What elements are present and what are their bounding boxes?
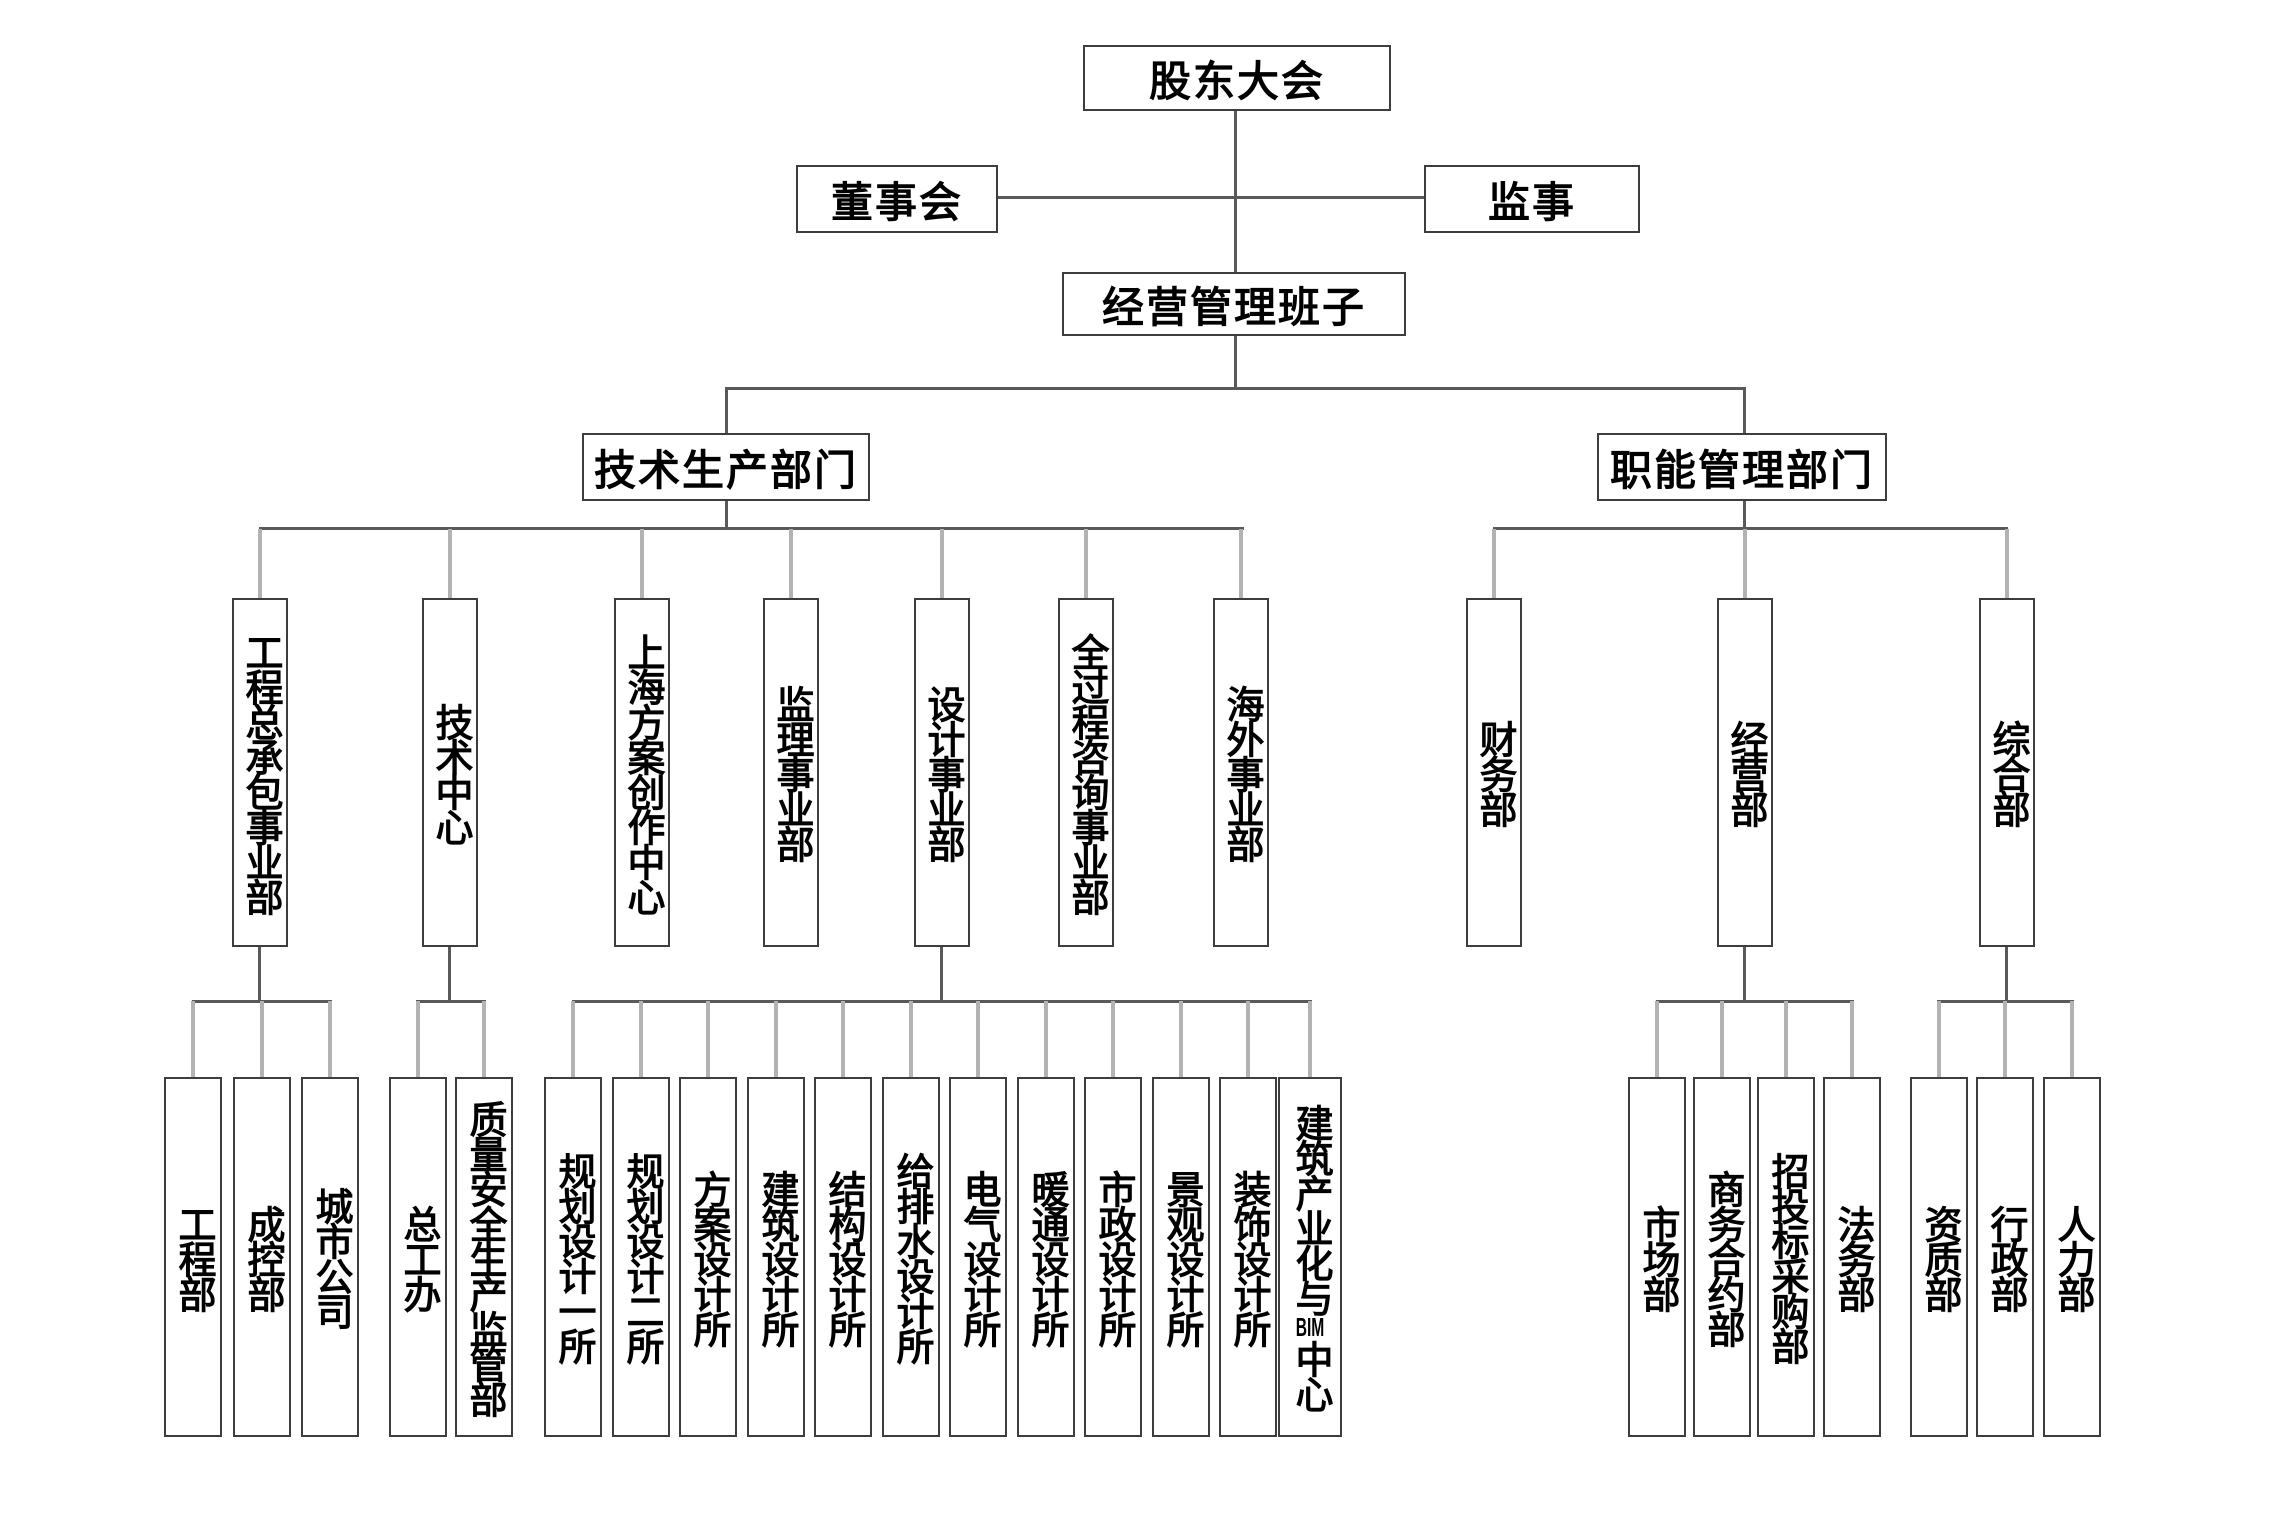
connector-line bbox=[2005, 529, 2009, 598]
org-node-functional-mgmt: 职能管理部门 bbox=[1597, 433, 1887, 501]
connector-line bbox=[1492, 529, 1496, 598]
connector-line bbox=[1743, 387, 1746, 433]
connector-line bbox=[1784, 1001, 1788, 1077]
org-node-municipal-design: 市政设计所 bbox=[1084, 1077, 1142, 1437]
connector-line bbox=[940, 529, 944, 598]
org-node-supervision-division: 监理事业部 bbox=[763, 598, 819, 947]
org-node-operations-dept: 经营部 bbox=[1717, 598, 1773, 947]
connector-line bbox=[789, 529, 793, 598]
connector-line bbox=[774, 1001, 778, 1077]
connector-line bbox=[328, 1001, 332, 1077]
org-node-whole-process-consulting: 全过程咨询事业部 bbox=[1058, 598, 1114, 947]
connector-line bbox=[639, 1001, 643, 1077]
connector-line bbox=[258, 529, 262, 598]
connector-line bbox=[1239, 529, 1243, 598]
connector-line bbox=[571, 1001, 575, 1077]
connector-line bbox=[640, 529, 644, 598]
combined-latin-run: BIM bbox=[1295, 1314, 1325, 1340]
connector-line bbox=[1246, 1001, 1250, 1077]
org-node-structure-design: 结构设计所 bbox=[814, 1077, 872, 1437]
org-node-management-team: 经营管理班子 bbox=[1062, 272, 1406, 336]
org-node-shareholders: 股东大会 bbox=[1083, 45, 1391, 111]
org-node-planning-design-2: 规划设计二所 bbox=[612, 1077, 670, 1437]
org-node-supervisors: 监事 bbox=[1424, 165, 1640, 233]
connector-line bbox=[998, 196, 1424, 199]
connector-line bbox=[191, 1001, 195, 1077]
connector-line bbox=[940, 947, 943, 1002]
connector-line bbox=[1655, 1001, 1659, 1077]
connector-line bbox=[1743, 500, 1746, 529]
org-node-decoration-design: 装饰设计所 bbox=[1219, 1077, 1277, 1437]
org-node-chief-engineer-office: 总工办 bbox=[389, 1077, 447, 1437]
org-node-general-dept: 综合部 bbox=[1979, 598, 2035, 947]
org-node-shanghai-creation-center: 上海方案创作中心 bbox=[614, 598, 670, 947]
connector-line bbox=[260, 1001, 264, 1077]
org-node-design-division: 设计事业部 bbox=[914, 598, 970, 947]
connector-line bbox=[2070, 1001, 2074, 1077]
connector-line bbox=[1179, 1001, 1183, 1077]
connector-line bbox=[482, 1001, 486, 1077]
org-node-commercial-contract-dept: 商务合约部 bbox=[1693, 1077, 1751, 1437]
org-node-legal-dept: 法务部 bbox=[1823, 1077, 1881, 1437]
connector-line bbox=[1850, 1001, 1854, 1077]
connector-line bbox=[725, 500, 728, 529]
org-node-city-company: 城市公司 bbox=[301, 1077, 359, 1437]
connector-line bbox=[1937, 1001, 1941, 1077]
connector-line bbox=[1720, 1001, 1724, 1077]
connector-line bbox=[1743, 947, 1746, 1002]
org-node-electrical-design: 电气设计所 bbox=[949, 1077, 1007, 1437]
org-node-administration-dept: 行政部 bbox=[1976, 1077, 2034, 1437]
connector-line bbox=[1084, 529, 1088, 598]
org-node-cost-control-dept: 成控部 bbox=[233, 1077, 291, 1437]
org-node-quality-safety-dept: 质量安全生产监管部 bbox=[455, 1077, 513, 1437]
org-node-scheme-design: 方案设计所 bbox=[679, 1077, 737, 1437]
org-node-overseas-division: 海外事业部 bbox=[1213, 598, 1269, 947]
connector-line bbox=[572, 1000, 1312, 1003]
org-node-plumbing-design: 给排水设计所 bbox=[882, 1077, 940, 1437]
connector-line bbox=[2003, 1001, 2007, 1077]
connector-line bbox=[1493, 527, 2008, 530]
org-node-epc-division: 工程总承包事业部 bbox=[232, 598, 288, 947]
org-node-tech-production: 技术生产部门 bbox=[582, 433, 870, 501]
org-node-board: 董事会 bbox=[796, 165, 998, 233]
org-node-planning-design-1: 规划设计一所 bbox=[544, 1077, 602, 1437]
org-node-hr-dept: 人力部 bbox=[2043, 1077, 2101, 1437]
connector-line bbox=[259, 527, 1244, 530]
connector-line bbox=[1656, 1000, 1854, 1003]
org-node-hvac-design: 暖通设计所 bbox=[1017, 1077, 1075, 1437]
connector-line bbox=[1234, 111, 1237, 272]
connector-line bbox=[1308, 1001, 1312, 1077]
org-node-finance-dept: 财务部 bbox=[1466, 598, 1522, 947]
connector-line bbox=[1044, 1001, 1048, 1077]
connector-line bbox=[258, 947, 261, 1002]
connector-line bbox=[1743, 529, 1747, 598]
org-node-architecture-design: 建筑设计所 bbox=[747, 1077, 805, 1437]
connector-line bbox=[416, 1000, 486, 1003]
connector-line bbox=[726, 387, 1746, 390]
org-node-landscape-design: 景观设计所 bbox=[1152, 1077, 1210, 1437]
org-node-market-dept: 市场部 bbox=[1628, 1077, 1686, 1437]
org-node-tech-center: 技术中心 bbox=[422, 598, 478, 947]
connector-line bbox=[448, 947, 451, 1002]
org-node-qualification-dept: 资质部 bbox=[1910, 1077, 1968, 1437]
connector-line bbox=[1111, 1001, 1115, 1077]
connector-line bbox=[2005, 947, 2008, 1002]
connector-line bbox=[725, 387, 728, 433]
connector-line bbox=[416, 1001, 420, 1077]
org-node-engineering-dept: 工程部 bbox=[164, 1077, 222, 1437]
org-node-bidding-procurement-dept: 招投标采购部 bbox=[1757, 1077, 1815, 1437]
connector-line bbox=[909, 1001, 913, 1077]
connector-line bbox=[976, 1001, 980, 1077]
connector-line bbox=[706, 1001, 710, 1077]
connector-line bbox=[1234, 336, 1237, 389]
connector-line bbox=[448, 529, 452, 598]
connector-line bbox=[841, 1001, 845, 1077]
